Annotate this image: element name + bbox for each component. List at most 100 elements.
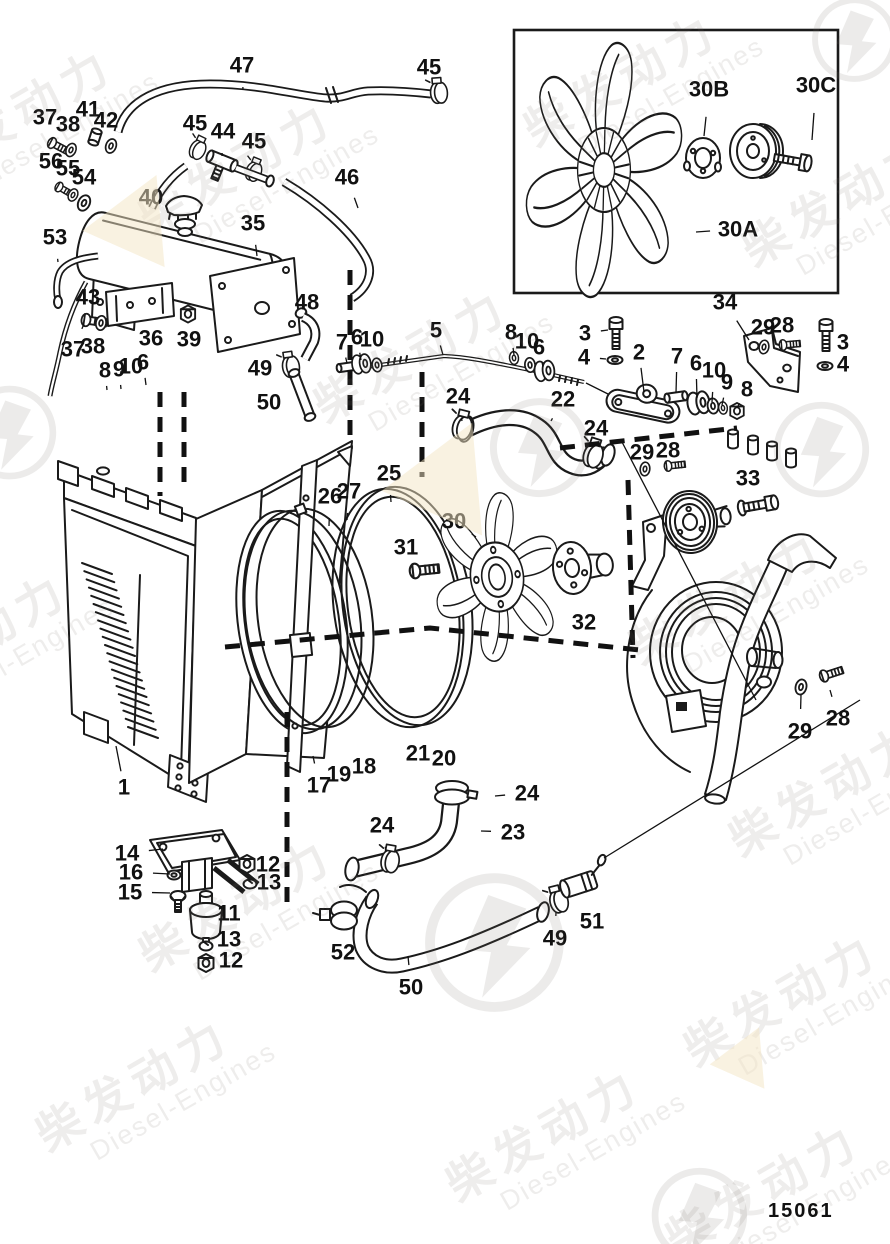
part-label: 27 xyxy=(337,479,361,504)
part-label: 30A xyxy=(718,217,758,242)
lower-hoses xyxy=(312,699,861,974)
part-label: 12 xyxy=(219,948,243,973)
shroud-strut-17 xyxy=(286,459,318,773)
leader-line xyxy=(811,112,815,141)
part-label: 1 xyxy=(118,775,130,800)
leader-line xyxy=(640,367,645,393)
part-label: 33 xyxy=(736,466,760,491)
plug-41 xyxy=(87,127,103,147)
part-label: 38 xyxy=(81,334,105,359)
nut-12b xyxy=(197,953,215,973)
grommet-6b xyxy=(350,352,373,376)
bolt-31 xyxy=(407,560,441,580)
inset-bolt-30C xyxy=(772,153,813,173)
part-label: 16 xyxy=(119,860,143,885)
engine-hook xyxy=(767,533,837,573)
leader-line xyxy=(494,794,506,797)
leader-line xyxy=(353,197,359,209)
part-label: 44 xyxy=(211,119,236,144)
part-label: 28 xyxy=(826,706,850,731)
leader-line xyxy=(675,371,678,394)
part-label: 3 xyxy=(579,321,591,346)
part-label: 18 xyxy=(352,754,376,779)
water-pipe-arm xyxy=(704,547,793,801)
part-label: 31 xyxy=(394,535,418,560)
part-label: 6 xyxy=(533,335,545,360)
nut-12a xyxy=(238,854,256,874)
part-label: 37 xyxy=(33,105,57,130)
part-label: 24 xyxy=(584,416,609,441)
part-label: 30B xyxy=(689,77,729,102)
clamp-24c-screw xyxy=(466,789,479,800)
part-label: 51 xyxy=(580,909,604,934)
part-label: 35 xyxy=(241,211,265,236)
stay-rod-assembly xyxy=(335,316,834,469)
part-label: 23 xyxy=(501,820,525,845)
part-label: 14 xyxy=(115,841,140,866)
part-label: 19 xyxy=(327,762,351,787)
part-label: 34 xyxy=(713,290,738,315)
tee-fitting-44 xyxy=(205,149,239,182)
inset-detail-box xyxy=(512,28,840,304)
leader-line xyxy=(312,755,316,764)
part-label: 48 xyxy=(295,290,319,315)
bolt-3b xyxy=(818,318,834,352)
shroud-opening xyxy=(235,509,349,735)
part-label: 6 xyxy=(137,350,149,375)
nut-39 xyxy=(179,304,197,324)
radiator-core-fins xyxy=(81,562,159,739)
leader-line xyxy=(407,955,410,966)
part-label: 10 xyxy=(702,358,726,383)
part-label: 5 xyxy=(430,318,442,343)
leader-line xyxy=(359,352,362,361)
clamp-52 xyxy=(312,900,358,931)
alignment-dashes xyxy=(157,270,738,902)
bracket-u xyxy=(181,857,213,893)
part-label: 49 xyxy=(543,926,567,951)
leader-line xyxy=(255,244,258,257)
leader-line xyxy=(115,745,122,772)
washer-13a xyxy=(242,878,258,890)
part-label: 24 xyxy=(370,813,395,838)
leader-line xyxy=(695,230,711,233)
part-label: 9 xyxy=(113,357,125,382)
part-label: 29 xyxy=(630,440,654,465)
part-label: 17 xyxy=(307,773,331,798)
part-label: 36 xyxy=(139,326,163,351)
part-label: 10 xyxy=(360,327,384,352)
fan-spacer-32 xyxy=(551,541,614,595)
inset-fan-30A xyxy=(520,36,688,304)
part-label: 39 xyxy=(177,327,201,352)
part-label: 10 xyxy=(119,354,143,379)
part-label: 45 xyxy=(242,129,266,154)
inset-pulley xyxy=(729,123,784,179)
bracket-36 xyxy=(105,282,175,327)
part-label: 29 xyxy=(751,315,775,340)
bolt-33 xyxy=(736,494,780,517)
part-label: 21 xyxy=(406,741,430,766)
part-label: 25 xyxy=(377,461,401,486)
leader-line xyxy=(152,872,171,875)
part-label: 26 xyxy=(318,484,342,509)
part-label: 41 xyxy=(76,97,100,122)
part-label: 4 xyxy=(578,345,591,370)
part-label: 37 xyxy=(61,337,85,362)
part-label: 9 xyxy=(721,370,733,395)
part-label: 43 xyxy=(76,285,100,310)
part-label: 28 xyxy=(770,313,794,338)
leader-line xyxy=(695,378,698,399)
part-label: 11 xyxy=(217,901,240,926)
fitting-51 xyxy=(559,853,607,899)
part-label: 56 xyxy=(39,149,63,174)
part-label: 52 xyxy=(331,940,355,965)
part-label: 20 xyxy=(432,746,456,771)
leader-line xyxy=(736,320,750,341)
part-label: 24 xyxy=(446,384,471,409)
part-label: 38 xyxy=(56,112,80,137)
part-label: 24 xyxy=(515,781,540,806)
fan-30 xyxy=(431,489,563,665)
part-label: 8 xyxy=(741,377,753,402)
leader-line xyxy=(541,362,544,368)
